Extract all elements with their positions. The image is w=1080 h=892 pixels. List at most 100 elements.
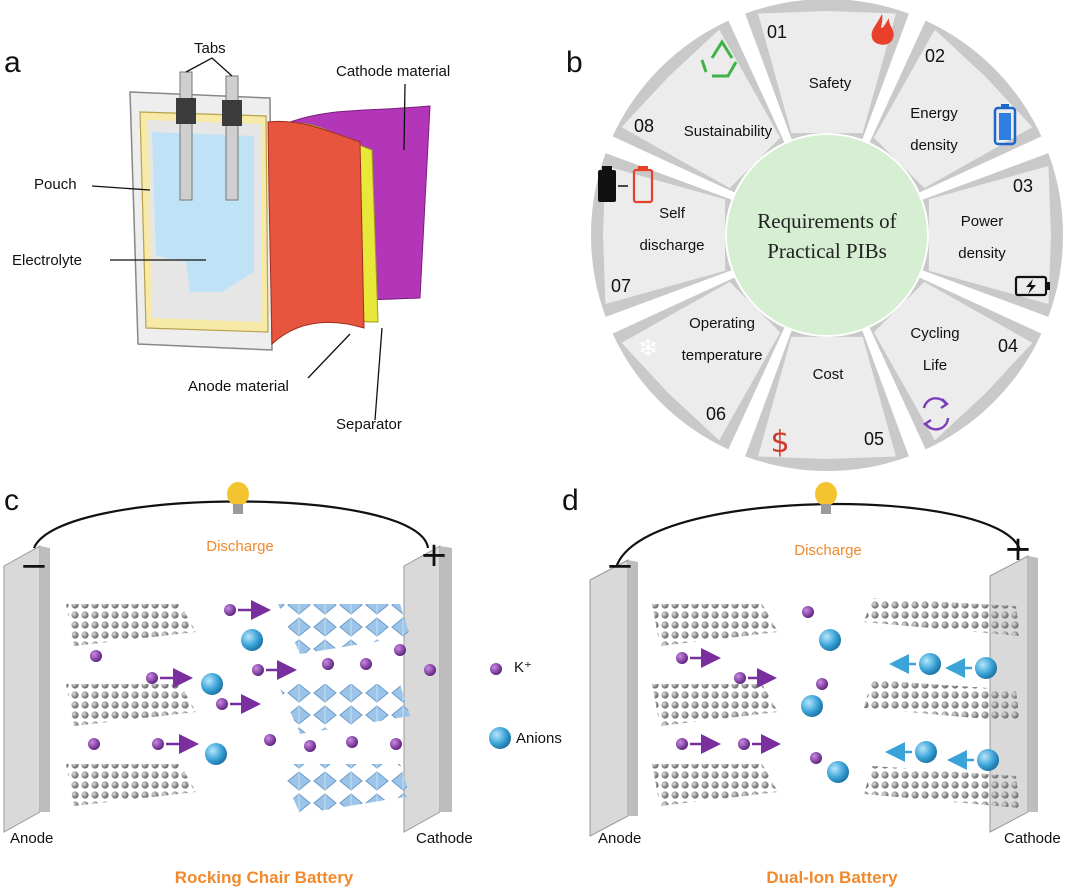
di-cathode-layer-3 (864, 766, 1020, 808)
req-07-number: 07 (611, 276, 631, 296)
panel-letter-d: d (562, 484, 579, 517)
rc-cathode-plate-edge (440, 546, 452, 812)
rc-cathode-label: Cathode (416, 830, 473, 847)
panel-letter-c: c (4, 484, 19, 517)
charging-battery-icon (1014, 275, 1050, 297)
req-06-label-line1: Operating (689, 315, 755, 332)
rc-graphite-layer-2 (66, 684, 196, 726)
cathode-material-label: Cathode material (336, 63, 450, 80)
legend-k-ion-marker (490, 663, 502, 675)
rc-anode-label: Anode (10, 830, 53, 847)
req-08-number: 08 (634, 116, 654, 136)
rc-title: Rocking Chair Battery (175, 868, 354, 887)
req-03-number: 03 (1013, 176, 1033, 196)
di-title: Dual-Ion Battery (766, 868, 898, 887)
req-segment-highlight-05 (758, 336, 896, 459)
rc-cathode-layer-1 (278, 604, 410, 654)
rc-graphite-layer-1 (66, 604, 196, 646)
req-04-number: 04 (998, 336, 1018, 356)
req-01-number: 01 (767, 22, 787, 42)
tab-left (179, 71, 193, 201)
req-01-label: Safety (809, 75, 852, 92)
tab-right (225, 75, 239, 201)
dual-ion-diagram (589, 482, 1038, 837)
battery-icon (993, 104, 1017, 146)
di-lightbulb-icon (815, 482, 837, 514)
req-segment-highlight-08 (621, 29, 781, 189)
legend-anion-label: Anions (516, 730, 562, 747)
di-anode-layer-3 (652, 764, 778, 806)
tab-right-seal (222, 100, 242, 126)
req-05-label: Cost (813, 366, 845, 383)
di-minus-sign: − (606, 546, 635, 586)
req-04-label-line2: Life (923, 357, 947, 374)
di-cathode-label: Cathode (1004, 830, 1061, 847)
center-title-line2: Practical PIBs (767, 239, 887, 263)
di-anode-layer-2 (652, 684, 778, 726)
di-cathode-layer-1 (864, 598, 1020, 636)
rc-discharge-label: Discharge (206, 538, 274, 555)
req-07-label-line2: discharge (639, 237, 704, 254)
req-05-number: 05 (864, 429, 884, 449)
anode-material-label: Anode material (188, 378, 289, 395)
rc-lightbulb-icon (227, 482, 249, 514)
req-08-label: Sustainability (684, 123, 773, 140)
center-title-line1: Requirements of (757, 209, 896, 233)
pouch-label: Pouch (34, 176, 77, 193)
tab-left-seal (176, 98, 196, 124)
anode-leader (307, 333, 351, 379)
req-06-label-line2: temperature (682, 347, 763, 364)
tabs-label: Tabs (194, 40, 226, 57)
req-04-label-line1: Cycling (910, 325, 959, 342)
di-plus-sign: + (1004, 529, 1033, 569)
rocking-chair-diagram (3, 482, 452, 833)
req-segment-highlight-03 (928, 166, 1051, 304)
anode-sheet (267, 120, 365, 346)
di-anode-plate (589, 559, 629, 837)
pouch-cell-illustration (91, 57, 431, 421)
rc-k-ions (88, 600, 436, 754)
di-anions (801, 629, 999, 783)
req-03-label-line2: density (958, 245, 1006, 262)
rc-minus-sign: − (20, 546, 49, 586)
req-segment-highlight-04 (873, 281, 1033, 441)
rc-plus-sign: + (420, 535, 449, 575)
req-segment-highlight-02 (873, 29, 1033, 189)
di-anode-label: Anode (598, 830, 641, 847)
center-circle (727, 135, 927, 335)
di-cathode-plate-edge (1028, 556, 1038, 812)
req-02-label-line1: Energy (910, 105, 958, 122)
di-k-ions (676, 606, 828, 764)
req-03-label-line1: Power (961, 213, 1004, 230)
recycle-icon (700, 39, 738, 78)
rc-cathode-layer-2 (278, 684, 410, 734)
di-anode-layer-1 (652, 604, 778, 646)
rc-graphite-layer-3 (66, 764, 196, 806)
legend-k-ion-label: K⁺ (514, 659, 532, 676)
panel-letter-a: a (4, 46, 21, 79)
di-discharge-label: Discharge (794, 542, 862, 559)
flame-icon (871, 14, 894, 45)
req-segment-highlight-06 (621, 281, 781, 441)
req-07-label-line1: Self (659, 205, 686, 222)
snowflake-icon: ❄ (638, 334, 658, 362)
rc-cathode-layer-3 (278, 764, 410, 814)
legend-anion-marker (489, 727, 511, 749)
rc-anode-plate (3, 545, 41, 833)
battery-drain-icon (598, 166, 654, 204)
req-06-number: 06 (706, 404, 726, 424)
rc-cathode-plate (403, 545, 441, 833)
cycle-arrows-icon (922, 397, 950, 431)
rc-anions (201, 629, 263, 765)
pouch-leader (91, 185, 151, 191)
req-segment-highlight-01 (758, 11, 896, 134)
cathode-leader (403, 83, 406, 151)
separator-leader (374, 327, 383, 421)
di-cathode-layer-2 (864, 680, 1020, 722)
rc-anode-plate-edge (40, 546, 50, 812)
separator-label: Separator (336, 416, 402, 433)
tabs-leader (185, 57, 233, 77)
req-02-number: 02 (925, 46, 945, 66)
di-anode-plate-edge (628, 560, 638, 816)
